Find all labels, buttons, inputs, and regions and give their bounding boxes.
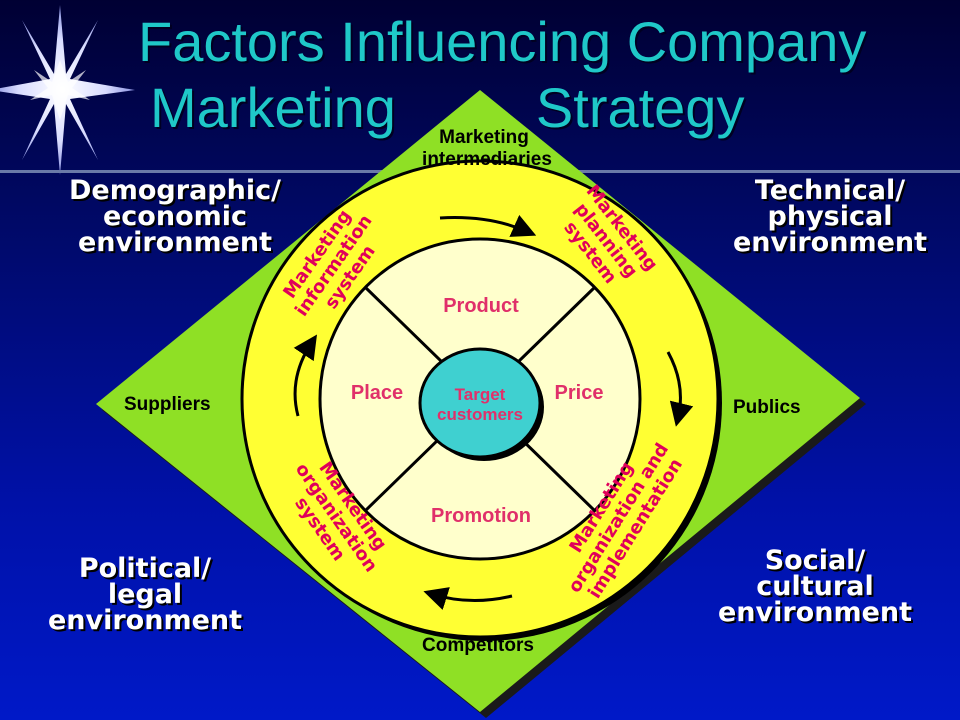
env-demographic-line-2: economic [102, 201, 248, 232]
starburst-icon [0, 5, 135, 175]
title-separator-left [0, 170, 390, 173]
arrow-info-to-plan [439, 214, 537, 237]
env-political-line-1: Political/ [78, 553, 212, 584]
env-political-line-3: environment [47, 605, 243, 636]
mix-price: Price [555, 382, 604, 404]
env-social-cultural: Social/ cultural environment [700, 545, 930, 628]
env-demographic-economic: Demographic/ economic environment [60, 175, 290, 258]
arrow-plan-to-impl [666, 351, 694, 427]
micro-intermediaries-line-1: Marketing [439, 127, 529, 148]
arrow-org-to-info [293, 334, 317, 417]
env-technical-physical: Technical/ physical environment [715, 175, 945, 258]
page-title-line-1: Factors Influencing Company [138, 10, 867, 73]
micro-publics: Publics [733, 397, 801, 418]
mix-promotion: Promotion [431, 505, 531, 527]
title-separator-right [570, 170, 960, 173]
env-political-line-2: legal [107, 579, 183, 610]
env-technical-line-2: physical [767, 201, 893, 232]
env-social-line-3: environment [717, 597, 913, 628]
env-technical-line-3: environment [732, 227, 928, 258]
center-line-1: Target [455, 385, 506, 404]
mix-place: Place [351, 382, 403, 404]
micro-intermediaries-line-2: intermediaries [422, 149, 552, 170]
arrow-impl-to-org [423, 587, 513, 610]
target-customers-ellipse [418, 347, 542, 459]
page-title-line-2: Marketing Strategy [150, 76, 745, 139]
env-social-line-2: cultural [756, 571, 874, 602]
micro-suppliers: Suppliers [124, 394, 211, 415]
env-demographic-line-3: environment [77, 227, 273, 258]
env-political-legal: Political/ legal environment [30, 553, 260, 636]
mix-product: Product [443, 295, 519, 317]
micro-competitors: Competitors [422, 635, 534, 656]
env-demographic-line-1: Demographic/ [69, 175, 281, 206]
center-line-2: customers [437, 405, 523, 424]
env-social-line-1: Social/ [764, 545, 866, 576]
env-technical-line-1: Technical/ [754, 175, 906, 206]
